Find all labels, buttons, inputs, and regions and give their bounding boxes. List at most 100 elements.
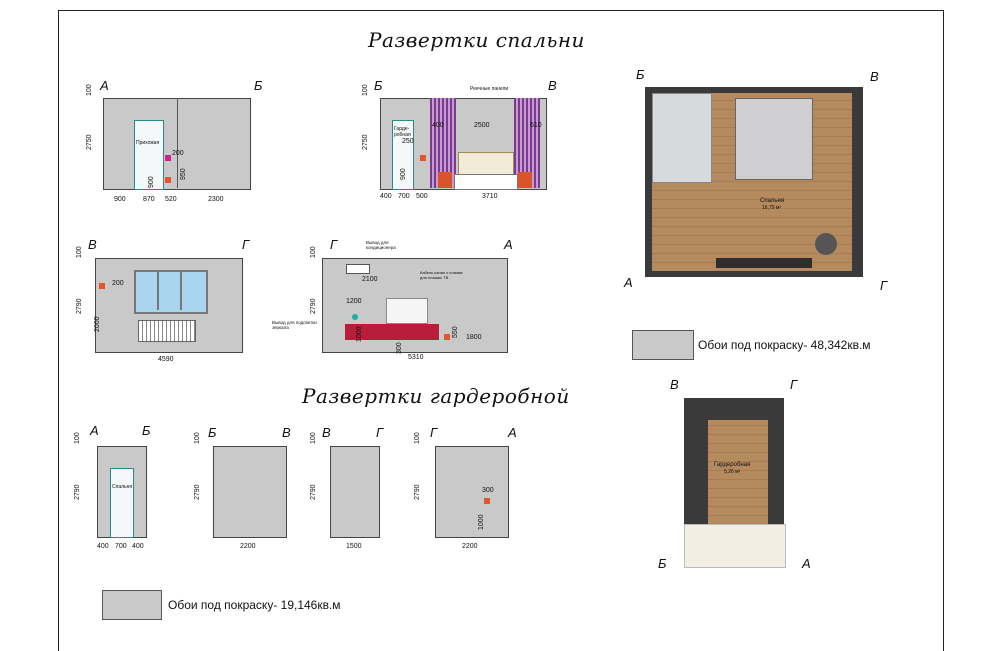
dim-height: 2790 (194, 484, 201, 500)
dim-value: 300 (396, 342, 403, 354)
dim-value: 400 (132, 543, 144, 550)
heading-wardrobe-elevations: Развертки гардеробной (302, 384, 570, 408)
corner-label: Г (242, 237, 250, 252)
dim-value: 200 (112, 280, 124, 287)
corner-label: Б (208, 425, 217, 440)
dim-value: 1000 (356, 326, 363, 342)
door-label: Спальня (112, 484, 133, 490)
dim-value: 950 (180, 168, 187, 180)
corner-label: А (90, 423, 99, 438)
nightstand (518, 172, 532, 188)
corner-label: А (504, 237, 513, 252)
dim-value: 4590 (158, 356, 174, 363)
corner-label: Б (142, 423, 151, 438)
socket-marker (99, 283, 105, 289)
socket-marker (484, 498, 490, 504)
socket-marker (165, 155, 171, 161)
dim-top: 100 (74, 432, 81, 444)
radiator (138, 320, 196, 342)
legend-swatch-wardrobe (102, 590, 162, 620)
corner-label: Г (376, 425, 384, 440)
dim-value: 700 (398, 193, 410, 200)
wardrobe-floor (708, 420, 768, 524)
room-name: Спальня (760, 198, 785, 204)
ac-outlet (346, 264, 370, 274)
socket-marker (420, 155, 426, 161)
corner-label: В (870, 69, 879, 84)
dim-value: 520 (165, 196, 177, 203)
dim-height: 2790 (74, 484, 81, 500)
wardrobe-entry (684, 524, 786, 568)
dim-top: 100 (362, 84, 369, 96)
dim-value: 2000 (94, 316, 101, 332)
wardrobe-wall-vg (330, 446, 380, 538)
dim-value: 2100 (362, 276, 378, 283)
dim-top: 100 (414, 432, 421, 444)
door (110, 468, 134, 538)
dim-height: 2790 (310, 298, 317, 314)
tv-unit (345, 324, 439, 340)
dim-value: 2200 (462, 543, 478, 550)
dim-value: 900 (114, 196, 126, 203)
dim-value: 400 (380, 193, 392, 200)
plan-bed (735, 98, 813, 180)
outlet-label: Вывод для кондиционера (366, 240, 396, 250)
legend-swatch-bedroom (632, 330, 694, 360)
drawing-sheet (58, 10, 944, 651)
socket-marker (165, 177, 171, 183)
corner-label: Б (254, 78, 263, 93)
dim-value: 700 (115, 543, 127, 550)
dim-value: 3710 (482, 193, 498, 200)
corner-label: А (624, 275, 633, 290)
plan-desk (716, 258, 812, 268)
corner-label: Б (374, 78, 383, 93)
socket-marker (444, 334, 450, 340)
dim-top: 100 (310, 432, 317, 444)
legend-bedroom-wallpaper: Обои под покраску- 48,342кв.м (698, 338, 871, 352)
corner-label: В (322, 425, 331, 440)
window-mullion (157, 270, 159, 310)
corner-label: В (88, 237, 97, 252)
panels-label: Реечные панели (470, 86, 509, 92)
corner-label: Г (880, 278, 888, 293)
dim-value: 1500 (346, 543, 362, 550)
legend-wardrobe-wallpaper: Обои под покраску- 19,146кв.м (168, 598, 341, 612)
corner-label: Г (330, 237, 338, 252)
dim-value: 1800 (466, 334, 482, 341)
headboard (458, 152, 514, 176)
door (134, 120, 164, 190)
window (134, 270, 208, 314)
bed-base (454, 174, 518, 190)
dim-height: 2750 (86, 134, 93, 150)
dim-value: 400 (432, 122, 444, 129)
dim-value: 550 (452, 326, 459, 338)
corner-label: А (100, 78, 109, 93)
mirror (386, 298, 428, 324)
door-label: Прихожая (136, 140, 160, 146)
outlet-label: Вывод для подсветки зеркала (272, 320, 317, 330)
dim-height: 2790 (76, 298, 83, 314)
dim-value: 2200 (240, 543, 256, 550)
wardrobe-wall-ga (435, 446, 509, 538)
door-label: Гарде-робная (394, 126, 411, 138)
dim-value: 500 (416, 193, 428, 200)
dim-height: 2750 (362, 134, 369, 150)
divider-line (177, 98, 178, 188)
room-area: 5,26 м² (724, 469, 741, 475)
corner-label: В (548, 78, 557, 93)
wardrobe-wall-bv (213, 446, 287, 538)
corner-label: Г (430, 425, 438, 440)
room-area: 16,79 м² (762, 205, 782, 211)
dim-height: 2790 (414, 484, 421, 500)
dim-value: 200 (172, 150, 184, 157)
dim-value: 900 (400, 168, 407, 180)
outlet-label: Кабель канал к плазме для плазмы ТВ (420, 270, 463, 280)
corner-label: А (508, 425, 517, 440)
dim-value: 1200 (346, 298, 362, 305)
corner-label: Г (790, 377, 798, 392)
dim-value: 400 (97, 543, 109, 550)
corner-label: В (670, 377, 679, 392)
dim-value: 870 (143, 196, 155, 203)
nightstand (438, 172, 452, 188)
dim-value: 300 (482, 487, 494, 494)
